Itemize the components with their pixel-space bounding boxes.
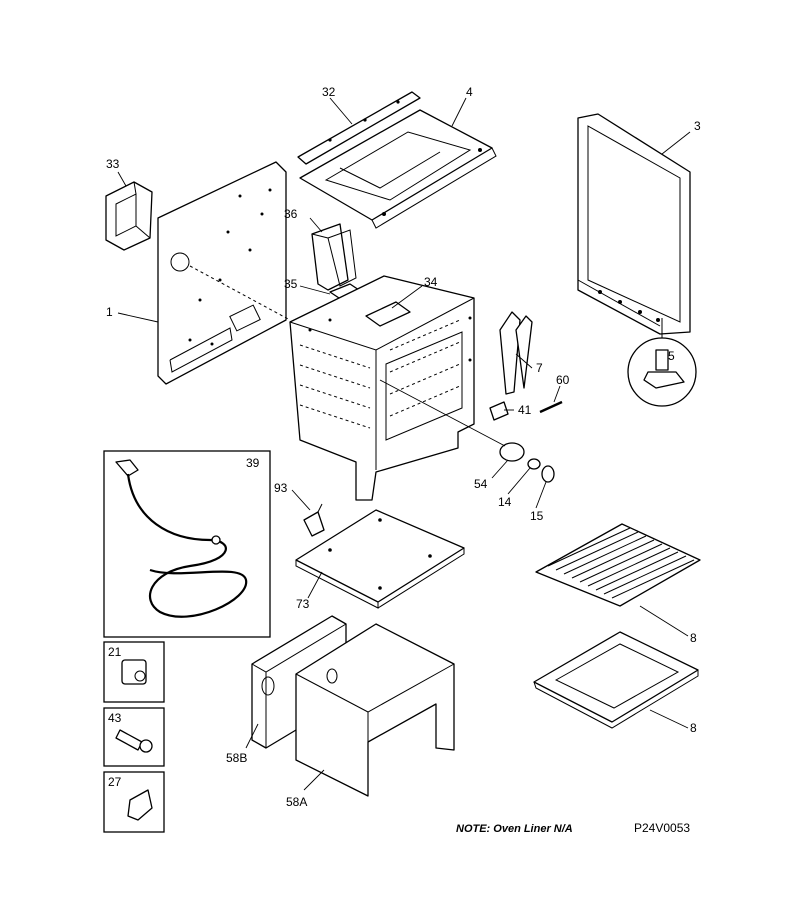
oven-body [289, 275, 475, 501]
callout-39: 39 [246, 456, 260, 470]
callout-32: 32 [322, 85, 336, 99]
part-41-hinge-receptacle [489, 401, 509, 421]
part-14-light-gasket [527, 458, 541, 470]
callout-43: 43 [108, 711, 122, 725]
callout-5: 5 [668, 349, 675, 363]
part-58a-cover-panel [295, 623, 455, 797]
callout-4: 4 [466, 85, 473, 99]
callout-8-rack: 8 [690, 631, 697, 645]
callout-21: 21 [108, 645, 122, 659]
inset-21-strain-relief [103, 641, 165, 703]
part-15-light-bulb [541, 465, 555, 483]
callout-73: 73 [296, 597, 310, 611]
part-8-oven-rack [535, 523, 701, 607]
callout-41: 41 [518, 403, 532, 417]
callout-93: 93 [274, 481, 288, 495]
part-7-door-hinge [499, 311, 533, 395]
callout-8-pan: 8 [690, 721, 697, 735]
callout-15: 15 [530, 509, 544, 523]
inset-39-power-cord [103, 450, 271, 638]
part-3-door-panel [577, 113, 691, 335]
part-54-light-socket [379, 379, 525, 462]
diagram-code: P24V0053 [634, 821, 690, 835]
callout-1: 1 [106, 305, 113, 319]
callout-54: 54 [474, 477, 488, 491]
callout-58a: 58A [286, 795, 307, 809]
part-60-screw [539, 400, 563, 414]
callout-3: 3 [694, 119, 701, 133]
part-73-bottom-panel [295, 509, 465, 609]
part-8-broiler-pan [533, 631, 699, 729]
callout-58b: 58B [226, 751, 247, 765]
inset-27-clip [103, 771, 165, 833]
part-33-bracket [105, 181, 153, 251]
callout-14: 14 [498, 495, 512, 509]
callout-33: 33 [106, 157, 120, 171]
callout-labels: 32 4 3 33 36 35 34 1 5 7 60 41 54 14 15 … [106, 85, 701, 809]
callout-35: 35 [284, 277, 298, 291]
oven-liner-note: NOTE: Oven Liner N/A [456, 823, 573, 835]
part-93-switch [303, 503, 325, 537]
callout-7: 7 [536, 361, 543, 375]
callout-36: 36 [284, 207, 298, 221]
part-4-top-cover [299, 109, 497, 229]
leader-lines [117, 97, 691, 791]
inset-43-screw [103, 707, 165, 767]
part-1-back-panel [157, 161, 291, 385]
callout-27: 27 [108, 775, 122, 789]
callout-34: 34 [424, 275, 438, 289]
part-32-top-brace [297, 91, 421, 165]
callout-60: 60 [556, 373, 570, 387]
part-5-leveling-leg [627, 318, 697, 407]
part-36-vent-duct [311, 223, 357, 291]
